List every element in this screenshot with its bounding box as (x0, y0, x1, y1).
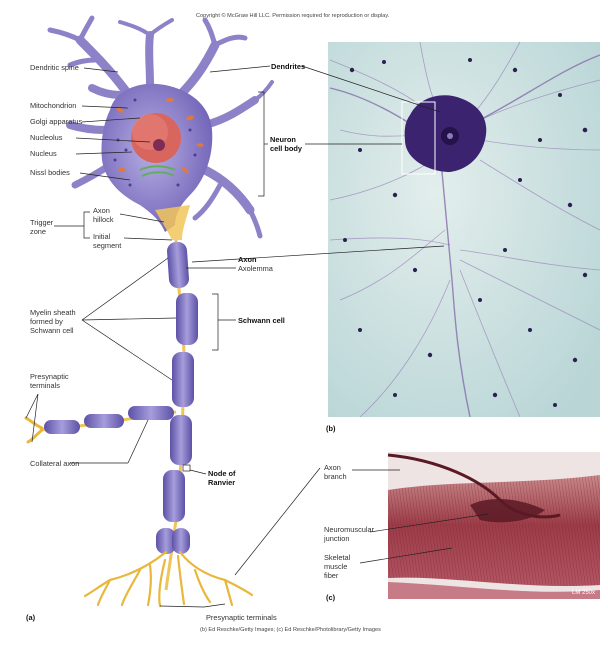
nissl-bodies (113, 98, 197, 187)
panel-label-c: (c) (326, 593, 336, 602)
label-dendrites: Dendrites (271, 62, 306, 71)
magnification-label: LM 250x (572, 590, 595, 596)
micrograph-b (328, 41, 601, 418)
label-trigger-zone: Trigger zone (30, 218, 54, 236)
micrograph-c (387, 452, 600, 599)
label-axolemma: Axolemma (238, 264, 273, 273)
panel-label-b: (b) (326, 424, 336, 433)
label-collateral-axon: Collateral axon (30, 459, 80, 468)
label-neuromuscular-junction: Neuromuscular junction (324, 525, 375, 543)
leader-lines (25, 65, 489, 608)
label-myelin-sheath: Myelin sheath formed by Schwann cell (30, 308, 76, 335)
label-axon-hillock: Axon hillock (93, 206, 114, 224)
label-nissl-bodies: Nissl bodies (30, 168, 70, 177)
myelin-sheath (156, 241, 198, 554)
label-schwann-cell: Schwann cell (238, 316, 285, 325)
golgi-apparatus (139, 165, 176, 177)
dendrites (47, 15, 274, 239)
label-initial-segment: Initial segment (93, 232, 122, 250)
label-golgi-apparatus: Golgi apparatus (30, 117, 83, 126)
label-skeletal-muscle-fiber: Skeletal muscle fiber (324, 553, 351, 580)
nucleolus (153, 139, 165, 151)
label-neuron-cell-body: Neuron cell body (270, 135, 303, 153)
label-nucleus: Nucleus (30, 149, 57, 158)
label-nucleolus: Nucleolus (30, 133, 63, 142)
label-dendritic-spine: Dendritic spine (30, 63, 79, 72)
axon-hillock (155, 205, 190, 240)
presynaptic-terminals-left (24, 416, 44, 444)
copyright-notice: Copyright © McGraw Hill LLC. Permission … (196, 13, 390, 19)
image-credits: (b) Ed Reschke/Getty Images; (c) Ed Resc… (200, 627, 381, 633)
collateral-axon (39, 406, 177, 434)
neuron-illustration (24, 15, 274, 608)
presynaptic-terminals-bottom (83, 550, 254, 608)
label-node-of-ranvier: Node of Ranvier (208, 469, 236, 487)
label-axon: Axon (238, 255, 257, 264)
panel-label-a: (a) (26, 613, 36, 622)
label-mitochondrion: Mitochondrion (30, 101, 77, 110)
label-presynaptic-terminals-bottom: Presynaptic terminals (206, 613, 277, 622)
label-presynaptic-terminals-left: Presynaptic terminals (30, 372, 69, 390)
mitochondria (116, 98, 204, 173)
label-axon-branch: Axon branch (324, 463, 347, 481)
